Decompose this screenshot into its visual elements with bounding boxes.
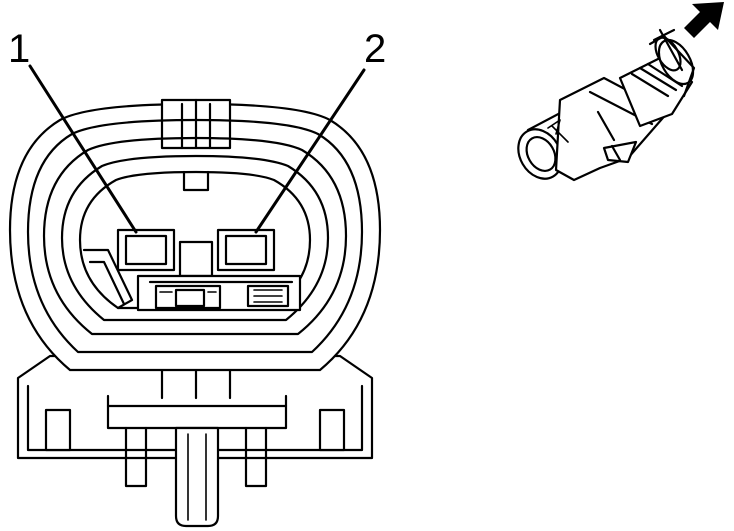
direction-arrow-icon bbox=[684, 2, 724, 38]
terminals bbox=[116, 228, 276, 278]
connector-face-view bbox=[8, 64, 382, 528]
terminal-1 bbox=[116, 228, 176, 272]
leader-line-1 bbox=[28, 64, 138, 234]
right-lock-window bbox=[318, 408, 346, 452]
connector-base bbox=[16, 354, 374, 528]
connector-inline-view bbox=[517, 28, 696, 182]
terminal-2 bbox=[216, 228, 276, 272]
left-lock-window bbox=[44, 408, 72, 452]
pin-label-2: 2 bbox=[364, 27, 386, 71]
leader-line-2 bbox=[254, 68, 366, 234]
secondary-lock bbox=[136, 274, 302, 312]
connector-body bbox=[8, 98, 382, 372]
pin-label-1: 1 bbox=[8, 27, 30, 71]
